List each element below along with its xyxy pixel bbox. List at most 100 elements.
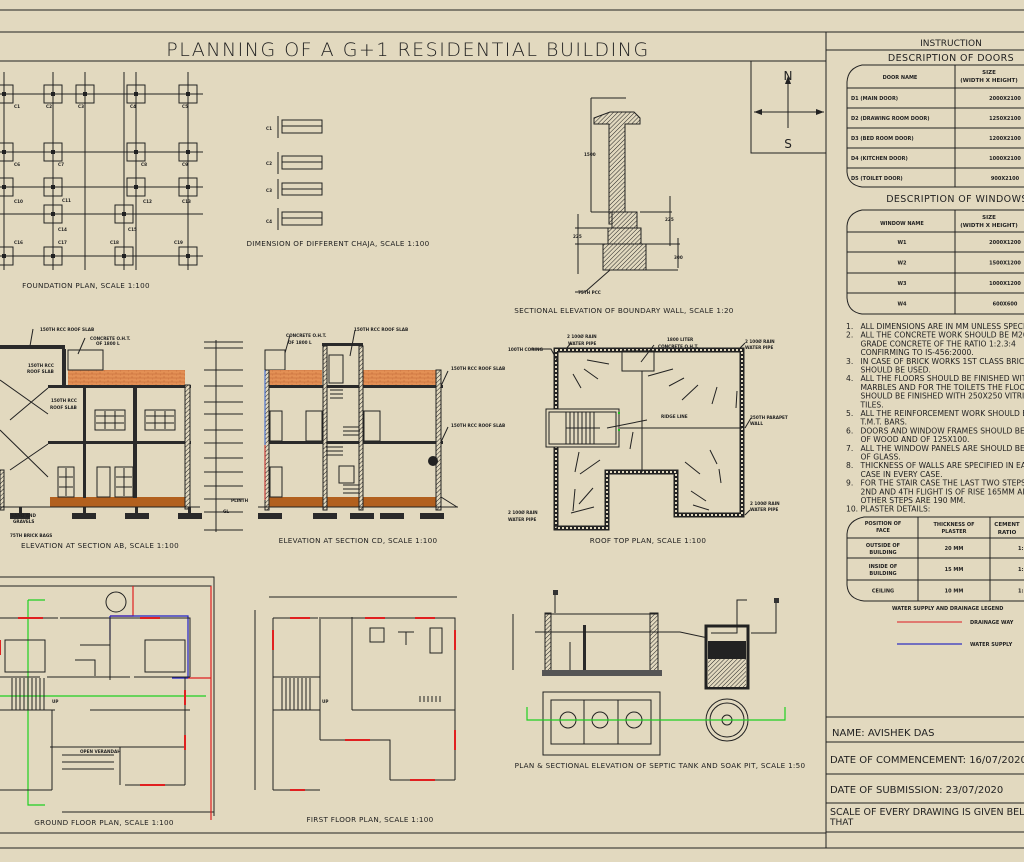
column: [51, 185, 55, 189]
note-line: 2ND AND 4TH FLIGHT IS OF RISE 165MM AND: [846, 487, 1024, 496]
windows-header-name: WINDOW NAME: [880, 221, 924, 227]
label-rcc: 150TH RCC: [51, 398, 77, 403]
note-line: T.M.T. BARS.: [846, 418, 907, 427]
footing: [126, 142, 146, 162]
footing: [114, 204, 134, 224]
doors-header-size: (WIDTH X HEIGHT): [960, 78, 1018, 84]
column: [122, 254, 126, 258]
plaster-header: POSITION OF: [865, 521, 902, 527]
septic-tank-section: [512, 590, 779, 690]
footing: [178, 142, 198, 162]
column-label: C8: [141, 162, 147, 167]
column-label: C11: [62, 198, 71, 203]
label-brick-bags: 75TH BRICK BAGS: [10, 533, 52, 538]
label-up: UP: [52, 699, 58, 704]
title-block: NAME: AVISHEK DAS DATE OF COMMENCEMENT: …: [826, 716, 1024, 833]
window-size: 1000X1200: [989, 281, 1021, 287]
column: [2, 254, 6, 258]
plaster-face: BUILDING: [869, 550, 896, 556]
plaster-face: CEILING: [872, 589, 894, 595]
level-ruler: [204, 340, 243, 532]
legend-drainage-label: DRAINAGE WAY: [970, 620, 1014, 626]
note-line: CASE IN EVERY CASE.: [846, 470, 943, 479]
windows-table: [846, 209, 1024, 315]
label-sand: GRAVELS: [13, 519, 34, 524]
footing: [0, 177, 14, 197]
note-line: CONFIRMING TO IS-456:2000.: [846, 348, 974, 357]
plaster-face: OUTSIDE OF: [866, 543, 900, 549]
note-line: OTHER STEPS ARE 190 MM.: [846, 496, 965, 505]
label-coring: 100TH CORING: [508, 347, 543, 352]
caption-chaja: DIMENSION OF DIFFERENT CHAJA, SCALE 1:10…: [246, 239, 429, 248]
chaja-details: C1 C2 C3 C4: [266, 116, 323, 230]
caption-boundary-wall: SECTIONAL ELEVATION OF BOUNDARY WALL, SC…: [514, 306, 734, 315]
label-rain-pipe: 2 100Ø RAIN: [750, 501, 780, 506]
window-size: 2000X1200: [989, 240, 1021, 246]
instruction-panel: INSTRUCTION DESCRIPTION OF DOORS DOOR NA…: [826, 39, 1024, 648]
column-label: C1: [14, 104, 20, 109]
door-name: D4 (KITCHEN DOOR): [851, 156, 908, 162]
plaster-header: THICKNESS OF: [934, 522, 975, 528]
windows-title: DESCRIPTION OF WINDOWS: [886, 194, 1024, 205]
footing: [0, 246, 14, 266]
door-size: 2000X2100: [989, 96, 1021, 102]
plaster-thickness: 20 MM: [945, 546, 964, 552]
plaster-header: RATIO: [998, 530, 1017, 536]
note-line: 6. DOORS AND WINDOW FRAMES SHOULD BE MAD…: [846, 426, 1024, 435]
label-oht: 1800 LITER: [667, 337, 694, 342]
roof-top-plan: [531, 342, 752, 531]
footing: [43, 142, 63, 162]
column: [186, 150, 190, 154]
chaja-label: C4: [266, 219, 272, 224]
wall-step2-dim: 225: [573, 234, 582, 239]
column: [186, 185, 190, 189]
caption-elevation-cd: ELEVATION AT SECTION CD, SCALE 1:100: [279, 536, 438, 545]
plaster-ratio: 1:: [1018, 589, 1023, 595]
label-rain-pipe: 2 100Ø RAIN: [745, 339, 775, 344]
column-label: C10: [14, 199, 23, 204]
elevation-ab: [0, 328, 202, 519]
note-line: 5. ALL THE REINFORCEMENT WORK SHOULD BE …: [846, 409, 1024, 418]
chaja-label: C3: [266, 188, 272, 193]
elevation-cd: [258, 329, 458, 519]
label-rain-pipe: WATER PIPE: [508, 517, 536, 522]
door-name: D1 (MAIN DOOR): [851, 96, 898, 102]
note-line: 7. ALL THE WINDOW PANELS ARE SHOULD BE M…: [846, 444, 1024, 453]
compass-north: N: [784, 69, 793, 83]
label-rain-pipe: WATER PIPE: [750, 507, 778, 512]
door-size: 1200X2100: [989, 136, 1021, 142]
note-line: OF GLASS.: [846, 453, 901, 462]
submission-date: DATE OF SUBMISSION: 23/07/2020: [830, 785, 1003, 796]
footing: [178, 177, 198, 197]
column-label: C15: [128, 227, 137, 232]
footing: [114, 246, 134, 266]
label-plinth: PLINTH: [231, 498, 249, 503]
label-up: UP: [322, 699, 328, 704]
column: [186, 254, 190, 258]
column: [134, 92, 138, 96]
plaster-face: BUILDING: [869, 571, 896, 577]
column: [51, 212, 55, 216]
instruction-heading: INSTRUCTION: [920, 39, 982, 49]
wall-height-dim: 1500: [584, 152, 596, 157]
footing: [43, 177, 63, 197]
footing: [43, 204, 63, 224]
column-label: C19: [174, 240, 183, 245]
footing: [178, 84, 198, 104]
caption-septic: PLAN & SECTIONAL ELEVATION OF SEPTIC TAN…: [515, 761, 806, 770]
note-line: 8. THICKNESS OF WALLS ARE SPECIFIED IN E…: [846, 461, 1024, 470]
footing: [178, 246, 198, 266]
door-name: D2 (DRAWING ROOM DOOR): [851, 116, 930, 122]
door-size: 1000X2100: [989, 156, 1021, 162]
plaster-face: INSIDE OF: [869, 564, 897, 570]
caption-first-floor: FIRST FLOOR PLAN, SCALE 1:100: [306, 815, 433, 824]
plaster-thickness: 10 MM: [945, 589, 964, 595]
boundary-wall-section: [575, 97, 680, 293]
label-oht: OF 1800 L: [96, 341, 120, 346]
doors-title: DESCRIPTION OF DOORS: [888, 53, 1014, 64]
wall-footing-dim: 300: [674, 255, 683, 260]
column: [51, 254, 55, 258]
note-line: OF WOOD AND OF 125X100.: [846, 435, 969, 444]
doors-header-size: SIZE: [982, 70, 996, 76]
